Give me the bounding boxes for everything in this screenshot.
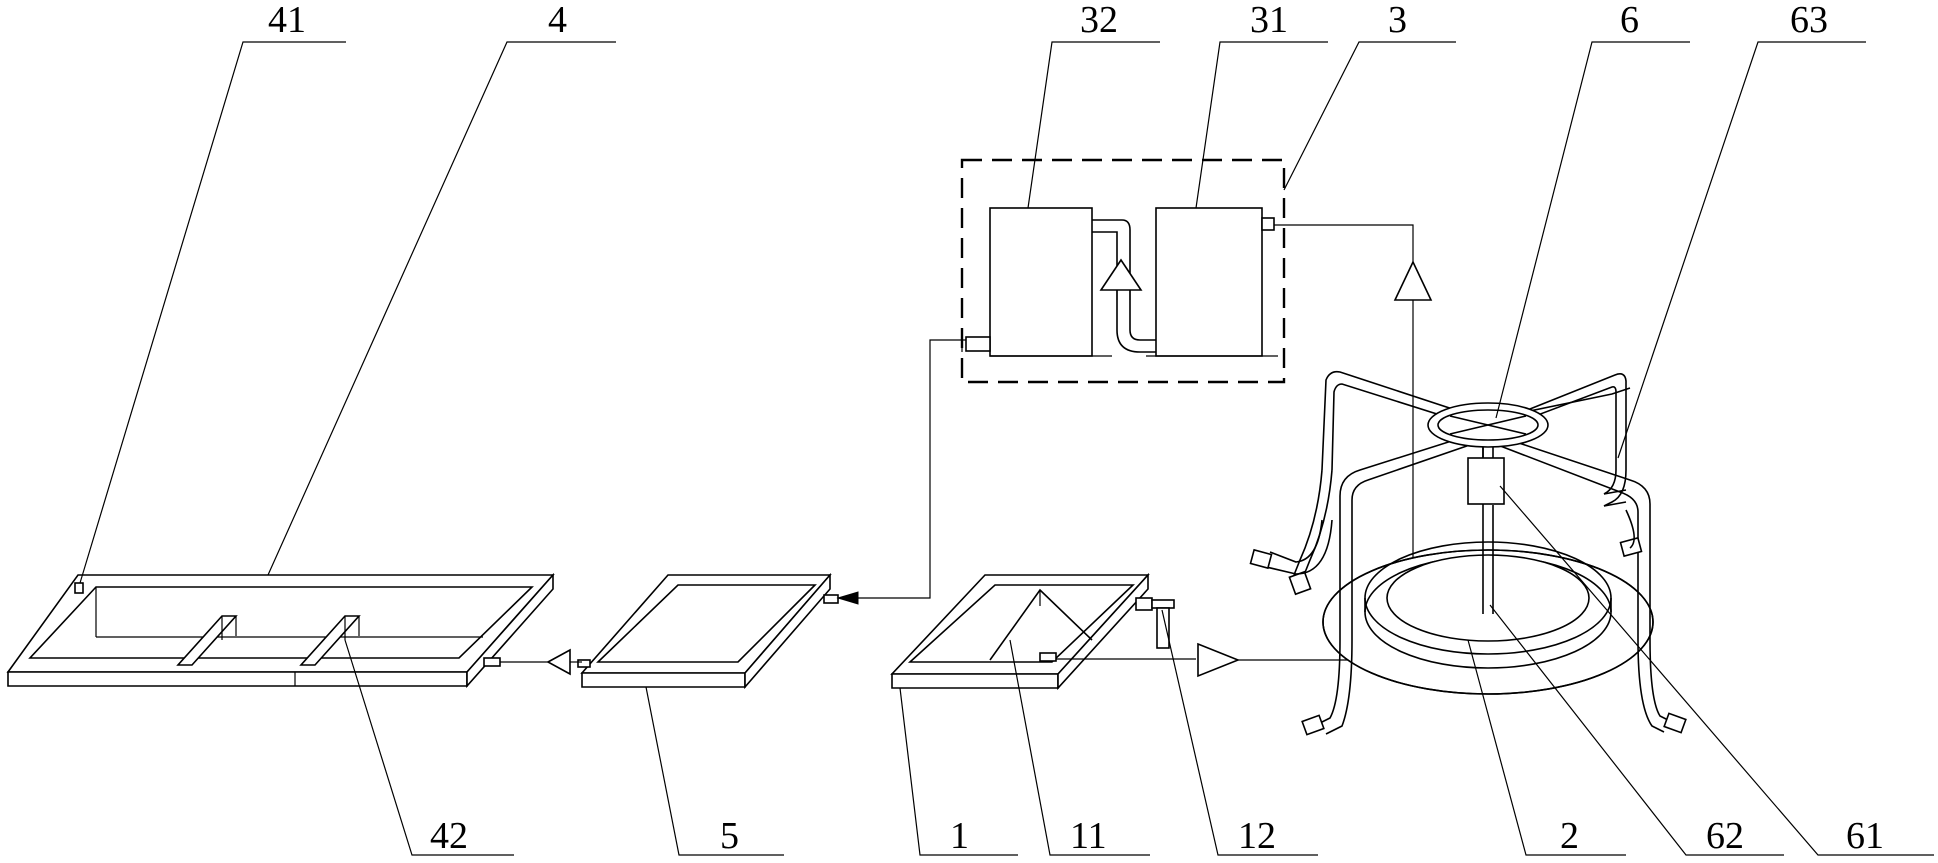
unit-32 (965, 207, 1112, 357)
motor-61 (1467, 457, 1505, 505)
label-5: 5 (720, 815, 739, 857)
label-3: 3 (1388, 0, 1407, 41)
labels: 41 4 32 31 3 6 63 42 5 1 11 12 2 62 61 (268, 0, 1884, 857)
leader-41 (79, 41, 346, 584)
leader-62 (1489, 604, 1784, 856)
leader-6 (1495, 41, 1690, 419)
leader-lines (79, 41, 1934, 856)
pump-triangle-1 (1197, 642, 1241, 678)
fitting-41 (74, 582, 84, 594)
label-41: 41 (268, 0, 306, 41)
enclosure-3 (960, 158, 1286, 384)
label-32: 32 (1080, 0, 1118, 41)
tank-4-nozzle (483, 657, 501, 667)
tank-1-side-wall (1057, 572, 1149, 691)
label-63: 63 (1790, 0, 1828, 41)
leader-1 (899, 687, 1018, 856)
leader-12 (1161, 609, 1318, 856)
tank-1-front-wall (891, 673, 1059, 689)
leader-31 (1195, 41, 1328, 209)
pipe-5-to-4 (500, 648, 582, 676)
pump-triangle-3 (1099, 258, 1143, 291)
enclosure-3-boundary (960, 158, 1286, 384)
label-1: 1 (950, 815, 969, 857)
label-2: 2 (1560, 815, 1579, 857)
tank-5 (577, 572, 839, 690)
tank-1-inner-rim (907, 584, 1136, 663)
ring-2 (1322, 541, 1654, 695)
tank-5-side-wall (744, 572, 831, 690)
tank-4-front-wall (7, 671, 468, 687)
leader-61 (1499, 485, 1934, 856)
label-42: 42 (430, 815, 468, 857)
label-12: 12 (1238, 815, 1276, 857)
valve-12 (1135, 597, 1175, 649)
pipe-32-to-5 (836, 339, 966, 605)
hopper-11 (989, 588, 1093, 661)
leader-5 (645, 686, 784, 856)
leader-2 (1467, 639, 1626, 856)
tank-4 (6, 572, 555, 689)
leader-32 (1027, 41, 1160, 209)
label-31: 31 (1250, 0, 1288, 41)
leader-11 (1009, 639, 1150, 856)
tank-5-front-wall (581, 672, 746, 688)
label-6: 6 (1620, 0, 1639, 41)
rotary-device (1249, 370, 1687, 736)
leader-63 (1617, 41, 1866, 459)
leader-4 (267, 41, 616, 576)
leader-42 (344, 639, 514, 856)
pump-triangle-4 (1393, 260, 1433, 301)
tank-4-partition-1 (176, 615, 238, 666)
tank-1 (890, 572, 1175, 691)
arm-frame-6 (1249, 370, 1687, 736)
pump-triangle-2 (546, 648, 571, 676)
pipe-31-to-32 (1092, 219, 1156, 353)
unit-31 (1146, 207, 1278, 357)
label-4: 4 (548, 0, 567, 41)
leader-3 (1283, 41, 1456, 191)
label-62: 62 (1706, 815, 1744, 857)
label-11: 11 (1070, 815, 1107, 857)
label-61: 61 (1846, 815, 1884, 857)
tank-5-inner-rim (596, 584, 817, 663)
tank-4-partition-42 (299, 615, 361, 666)
pipe-2-to-31 (1274, 224, 1433, 630)
tank-4-inner-rim (28, 586, 534, 659)
